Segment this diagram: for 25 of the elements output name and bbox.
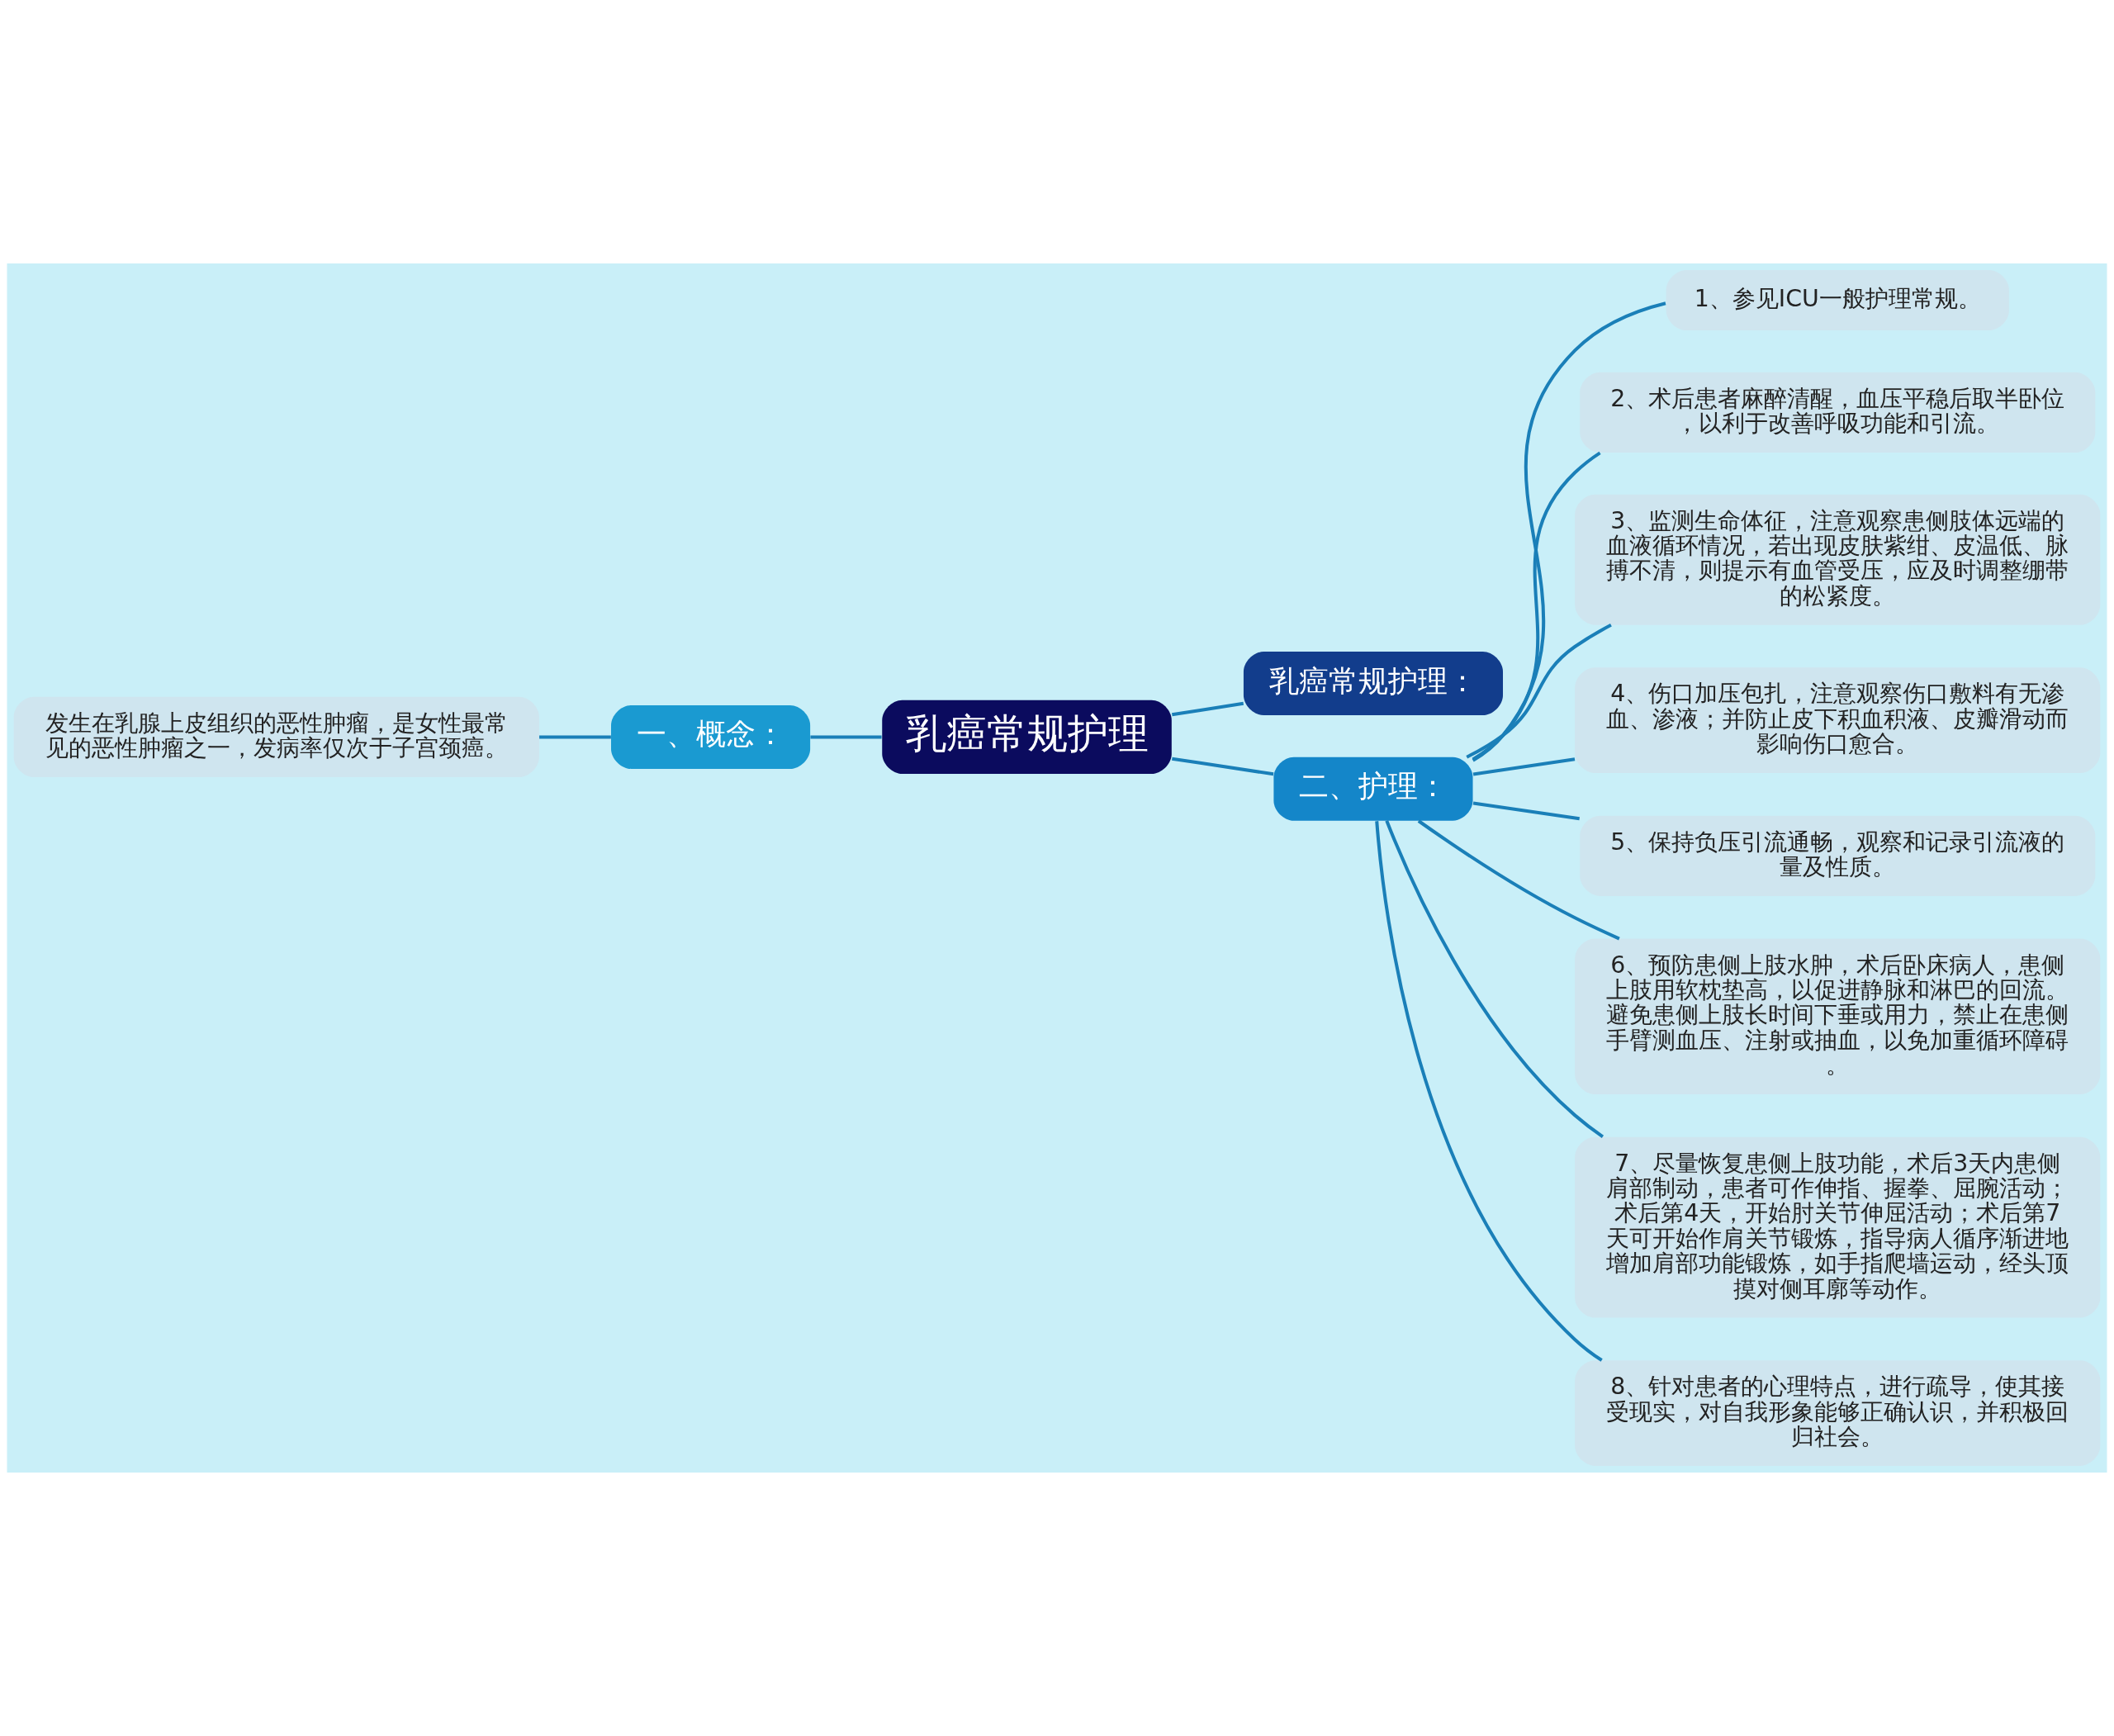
node-box: 一、概念： (611, 704, 811, 769)
connector (1472, 801, 1580, 821)
node-box: 发生在乳腺上皮组织的恶性肿瘤，是女性最常见的恶性肿瘤之一，发病率仅次于子宫颈癌。 (13, 696, 539, 778)
connector (1472, 301, 1666, 762)
node-box: 4、伤口加压包扎，注意观察伤口敷料有无渗血、渗液；并防止皮下积血积液、皮瓣滑动而影响伤口愈合。 (1575, 667, 2101, 773)
node-box: 乳癌常规护理： (1243, 652, 1503, 716)
node-box: 乳癌常规护理 (882, 700, 1172, 774)
node-box: 5、保持负压引流通畅，观察和记录引流液的量及性质。 (1580, 815, 2096, 896)
connector (1472, 451, 1601, 761)
node-box: 6、预防患侧上肢水肿，术后卧床病人，患侧上肢用软枕垫高，以促进静脉和淋巴的回流。避免患侧上肢长时间下垂或用力，禁止在患侧手臂测血压、注射或抽血，以免加重循环障碍。 (1575, 938, 2101, 1095)
connector (1172, 701, 1244, 717)
connector (810, 735, 882, 739)
connector (1375, 821, 1603, 1362)
connector (1385, 820, 1604, 1138)
connector (539, 735, 611, 739)
connector (1417, 819, 1620, 941)
node-box: 3、监测生命体征，注意观察患侧肢体远端的血液循环情况，若出现皮肤紫绀、皮温低、脉搏不清，则提示有血管受压，应及时调整绷带的松紧度。 (1575, 494, 2101, 625)
connector (1472, 757, 1576, 776)
node-box: 8、针对患者的心理特点，进行疏导，使其接受现实，对自我形象能够正确认识，并积极回归社会。 (1575, 1360, 2101, 1466)
node-box: 1、参见ICU一般护理常规。 (1666, 270, 2009, 331)
connector (1466, 623, 1612, 759)
node-box: 7、尽量恢复患侧上肢功能，术后3天内患侧肩部制动，患者可作伸指、握拳、屈腕活动；术后第4天，开始肘关节伸屈活动；术后第7天可开始作肩关节锻炼，指导病人循序渐进地增加肩部功能锻炼，如手指爬墙运动，经头顶摸对侧耳廓等动作。 (1575, 1136, 2101, 1318)
connector (1172, 757, 1274, 776)
node-box: 二、护理： (1273, 757, 1473, 821)
node-box: 2、术后患者麻醉清醒，血压平稳后取半卧位，以利于改善呼吸功能和引流。 (1580, 372, 2096, 453)
